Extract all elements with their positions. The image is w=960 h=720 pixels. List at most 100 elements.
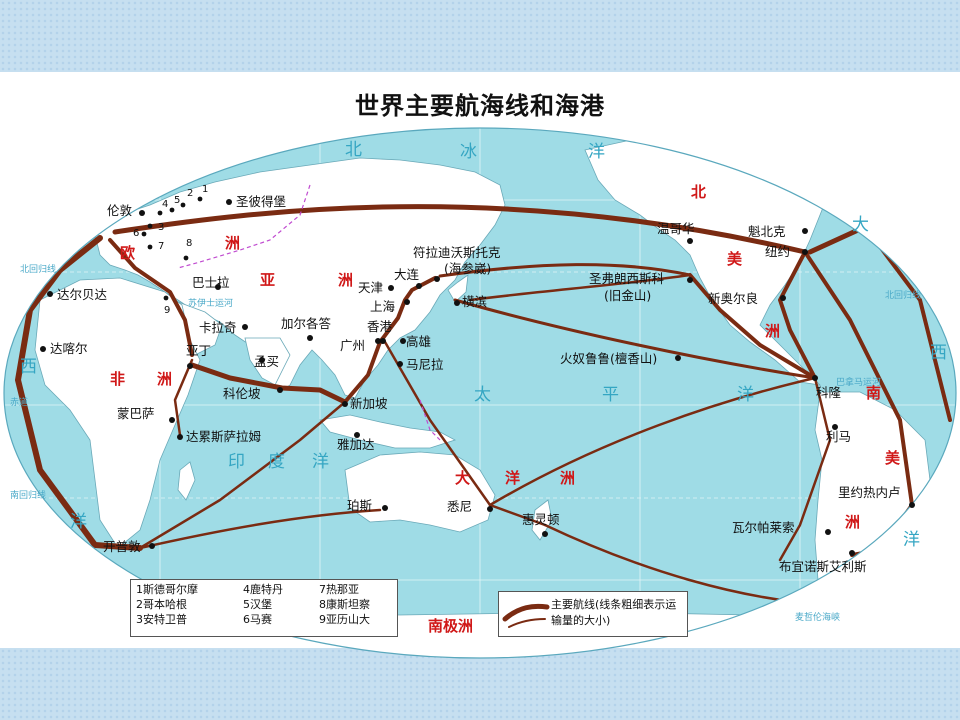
- dashed-boundaries: [177, 184, 441, 441]
- legend-port: 3安特卫普: [136, 613, 187, 626]
- greenland-land: [844, 149, 916, 206]
- port-marker: [342, 401, 348, 407]
- madagascar-land: [177, 461, 196, 501]
- port-marker: [215, 284, 221, 290]
- continent-label: 非: [110, 370, 125, 388]
- route-legend: 主要航线(线条粗细表示运输量的大小): [498, 591, 688, 637]
- legend-column-3: 7热那亚 8康斯坦察 9亚历山大: [319, 582, 370, 627]
- ocean-label: 洋: [737, 385, 754, 405]
- continent-label: 洲: [157, 370, 172, 388]
- port-label: 横滨: [462, 294, 488, 309]
- port-marker: [177, 434, 183, 440]
- australia-land: [344, 451, 496, 533]
- line-label: 赤道: [10, 396, 28, 408]
- route-legend-swatch: [502, 603, 550, 628]
- port-marker: [416, 283, 422, 289]
- top-decorative-band: [0, 0, 960, 72]
- continent-label: 美: [727, 250, 743, 268]
- map-oval: [4, 128, 956, 658]
- line-label: 北回归线: [885, 289, 921, 301]
- port-label: (旧金山): [604, 288, 651, 303]
- port-label: 温哥华: [657, 221, 695, 236]
- port-label: 科隆: [816, 385, 842, 400]
- port-label: 达喀尔: [50, 341, 88, 356]
- continent-label: 欧: [120, 244, 135, 262]
- ocean-label: 度: [268, 452, 285, 472]
- port-marker: [187, 363, 193, 369]
- ocean-label: 洋: [588, 142, 605, 162]
- port-marker: [388, 285, 394, 291]
- continent-label: 洋: [505, 469, 520, 487]
- continent-label: 北: [691, 183, 706, 201]
- port-number-marker: [141, 231, 147, 237]
- indonesia-land: [319, 414, 457, 449]
- port-number: 4: [162, 199, 168, 210]
- port-label: 伦敦: [107, 203, 133, 218]
- port-label: 卡拉奇: [199, 320, 237, 335]
- legend-port: 4鹿特丹: [243, 583, 283, 596]
- route-pacific-north: [438, 263, 692, 278]
- legend-column-1: 1斯德哥尔摩 2哥本哈根 3安特卫普: [136, 582, 198, 627]
- port-label: 科伦坡: [223, 386, 261, 401]
- ocean-label: 西: [930, 343, 947, 363]
- port-marker: [780, 295, 786, 301]
- ocean-label: 太: [474, 385, 491, 405]
- port-marker: [802, 249, 808, 255]
- port-label: 雅加达: [337, 437, 375, 452]
- continent-label: 洲: [845, 513, 860, 531]
- port-marker: [397, 361, 403, 367]
- legend-port: 5汉堡: [243, 598, 272, 611]
- route-eastafrica: [173, 358, 194, 437]
- continent-label: 洲: [338, 271, 353, 289]
- port-number: 7: [158, 241, 164, 252]
- legend-column-2: 4鹿特丹 5汉堡 6马赛: [243, 582, 283, 627]
- continent-label: 南极洲: [428, 617, 473, 635]
- continent-label: 亚: [260, 271, 275, 289]
- port-number-marker: [169, 207, 175, 213]
- port-label: 大连: [394, 267, 420, 282]
- port-number-marker: [197, 196, 203, 202]
- line-label: 北回归线: [20, 263, 56, 275]
- port-marker: [687, 238, 693, 244]
- port-marker: [802, 228, 808, 234]
- port-marker: [277, 387, 283, 393]
- port-label: 开普敦: [103, 539, 141, 554]
- port-label: 达累斯萨拉姆: [186, 429, 262, 444]
- port-marker: [832, 424, 838, 430]
- bottom-decorative-band: [0, 648, 960, 720]
- port-label: 珀斯: [347, 498, 372, 513]
- port-label: 马尼拉: [406, 357, 444, 372]
- port-marker: [47, 291, 53, 297]
- route-sydney-wellington: [488, 503, 547, 527]
- legend-port: 1斯德哥尔摩: [136, 583, 198, 596]
- ocean-label: 洋: [70, 512, 87, 532]
- port-marker: [307, 335, 313, 341]
- route-pacific-middle: [453, 298, 817, 380]
- port-marker: [139, 210, 145, 216]
- port-marker: [909, 502, 915, 508]
- port-marker: [242, 324, 248, 330]
- port-marker: [825, 529, 831, 535]
- port-number-marker: [147, 244, 153, 250]
- route-singapore-hongkong: [343, 340, 382, 404]
- route-sydney-asia: [383, 340, 492, 507]
- port-label: 天津: [358, 280, 383, 295]
- port-label: 孟买: [254, 354, 279, 369]
- port-marker: [149, 543, 155, 549]
- legend-port: 7热那亚: [319, 583, 359, 596]
- map-title: 世界主要航海线和海港: [355, 92, 605, 120]
- port-label: 布宜诺斯艾利斯: [779, 559, 867, 574]
- route-cape-perth: [138, 508, 382, 550]
- port-number-marker: [147, 223, 153, 229]
- ocean-label: 西: [20, 357, 37, 377]
- port-label: 广州: [340, 338, 365, 353]
- port-number: 8: [186, 238, 192, 249]
- port-number: 3: [158, 222, 164, 233]
- port-marker: [226, 199, 232, 205]
- continent-label: 南: [866, 384, 881, 402]
- port-label: 纽约: [765, 244, 790, 259]
- ocean-labels: 北冰洋大西西印度洋太平洋洋洋: [20, 140, 947, 550]
- port-marker: [380, 338, 386, 344]
